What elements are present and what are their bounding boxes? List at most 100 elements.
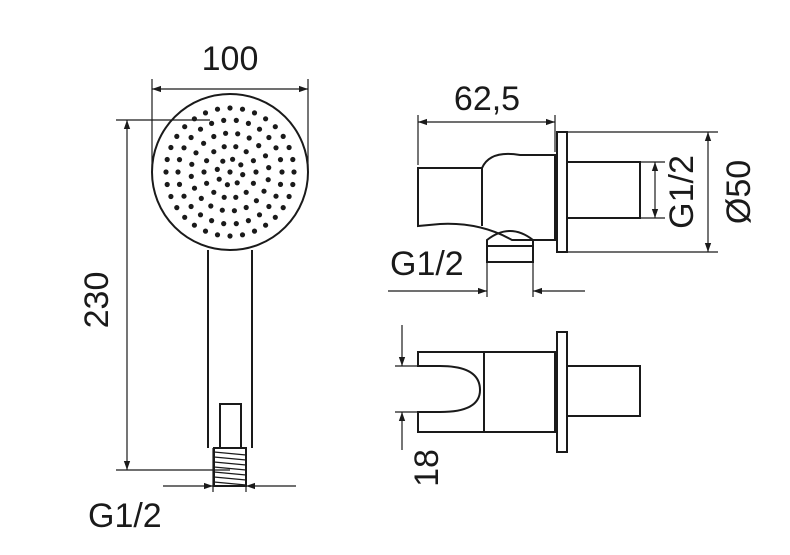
nozzle-dot <box>174 133 180 139</box>
nozzle-dot <box>208 203 214 209</box>
nozzle-dot <box>219 207 225 213</box>
dim-holder-slot: 18 <box>395 325 446 487</box>
nozzle-dot <box>239 232 246 238</box>
nozzle-dot <box>233 144 239 150</box>
holder-body <box>566 161 641 219</box>
holder-front-body <box>566 365 641 417</box>
shower-handle <box>207 250 253 448</box>
handle-connector <box>219 403 242 449</box>
nozzle-dot <box>233 117 239 123</box>
nozzle-dot <box>202 110 209 116</box>
thread-line <box>213 456 247 461</box>
nozzle-dot <box>198 195 204 201</box>
nozzle-dot <box>279 169 285 175</box>
nozzle-dot <box>164 156 170 163</box>
dim-head-width: 100 <box>151 40 309 170</box>
nozzle-dot <box>263 222 269 228</box>
nozzle-dot <box>221 194 227 200</box>
nozzle-dot <box>286 144 292 151</box>
nozzle-dot <box>197 126 204 132</box>
holder-wall-flange <box>556 131 568 253</box>
nozzle-dot <box>211 189 217 195</box>
nozzle-dot <box>209 120 215 126</box>
handle-thread-detail <box>213 447 247 487</box>
holder-front-cradle <box>417 351 556 433</box>
nozzle-dot <box>238 162 244 168</box>
nozzle-dot <box>182 214 188 220</box>
nozzle-dot <box>181 145 187 151</box>
nozzle-dot <box>261 188 267 194</box>
nozzle-dot <box>239 106 246 112</box>
nozzle-dot <box>182 124 188 130</box>
thread-line <box>213 466 247 471</box>
nozzle-dot <box>214 166 220 172</box>
nozzle-dot <box>290 156 296 163</box>
nozzle-dot <box>243 204 249 211</box>
nozzle-dot <box>164 181 170 188</box>
nozzle-dot <box>211 133 217 140</box>
nozzle-dot <box>201 140 207 146</box>
nozzle-dot <box>202 228 209 234</box>
dim-holder-outlet-thread: G1/2 <box>640 155 701 229</box>
dim-total-length: 230 <box>78 119 230 471</box>
nozzle-dot <box>204 158 210 164</box>
nozzle-dot <box>168 193 174 200</box>
nozzle-dot <box>214 106 221 112</box>
nozzle-dot <box>272 124 278 130</box>
nozzle-dot <box>191 222 197 228</box>
hand-shower-view <box>151 93 309 487</box>
nozzle-dot <box>163 169 169 175</box>
nozzle-dot <box>280 133 286 139</box>
dim-holder-side-thread: G1/2 <box>388 245 585 297</box>
nozzle-dot <box>291 169 297 175</box>
nozzle-dot <box>272 214 278 220</box>
nozzle-dot <box>221 221 227 227</box>
nozzle-dot <box>223 130 229 136</box>
nozzle-dot <box>181 193 187 199</box>
thread-line <box>213 481 247 486</box>
label-handle-thread: G1/2 <box>88 497 162 535</box>
nozzle-dot <box>243 189 249 195</box>
thread-line <box>213 476 247 481</box>
nozzle-dot <box>191 116 197 122</box>
nozzle-dot <box>221 144 227 150</box>
nozzle-dot <box>176 181 183 187</box>
nozzle-dot <box>209 218 215 224</box>
nozzle-dot <box>250 180 256 186</box>
nozzle-dot <box>188 134 194 141</box>
nozzle-dot <box>246 135 252 141</box>
holder-side-view <box>417 131 641 263</box>
nozzle-dot <box>193 150 199 156</box>
nozzle-dot <box>235 131 241 137</box>
nozzle-dot <box>233 221 239 227</box>
holder-side-outlet <box>486 230 534 263</box>
nozzle-dot <box>263 116 269 122</box>
nozzle-dot <box>245 218 251 224</box>
nozzle-dot <box>280 205 286 211</box>
label-flange-diameter: Ø50 <box>720 160 758 224</box>
nozzle-dot <box>251 110 258 116</box>
nozzle-dot <box>256 212 263 218</box>
nozzle-dot <box>277 181 284 187</box>
nozzle-dot <box>227 233 233 239</box>
shower-nozzles <box>163 105 297 239</box>
nozzle-dot <box>201 169 207 175</box>
nozzle-dot <box>251 228 258 234</box>
thread-line <box>213 451 247 456</box>
shower-head <box>151 93 309 251</box>
nozzle-dot <box>197 212 204 218</box>
nozzle-dot <box>216 176 222 182</box>
label-total-length: 230 <box>78 272 116 329</box>
nozzle-dot <box>211 149 217 155</box>
nozzle-dot <box>250 158 256 164</box>
nozzle-dot <box>240 172 246 178</box>
nozzle-dot <box>191 185 198 191</box>
label-holder-slot: 18 <box>408 449 446 487</box>
label-holder-depth: 62,5 <box>454 80 520 118</box>
nozzle-dot <box>277 157 284 163</box>
nozzle-dot <box>227 105 233 111</box>
nozzle-dot <box>189 161 195 167</box>
nozzle-dot <box>256 143 262 149</box>
nozzle-dot <box>231 208 237 214</box>
thread-line <box>213 471 247 476</box>
